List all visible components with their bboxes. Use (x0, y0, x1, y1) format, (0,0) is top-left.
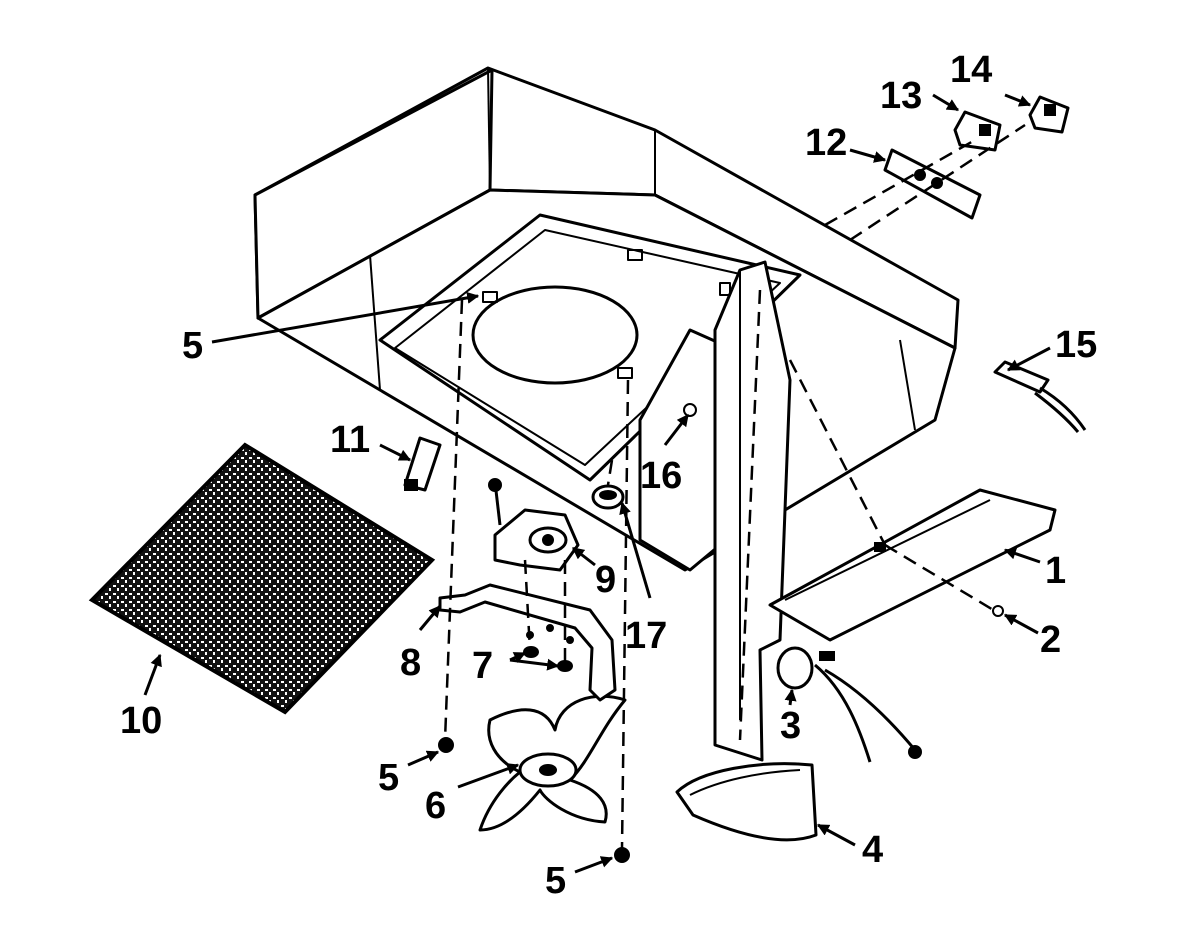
part-14-switch (1028, 95, 1070, 134)
label-part-5-upper: 5 (182, 325, 203, 367)
part-9-motor (488, 478, 580, 572)
label-part-6: 6 (425, 785, 446, 827)
part-7-washers (523, 646, 573, 672)
label-part-8: 8 (400, 642, 421, 684)
label-part-14: 14 (950, 49, 992, 91)
part-17-grommet (591, 484, 625, 510)
label-part-3: 3 (780, 705, 801, 747)
part-13-switch (953, 110, 1002, 152)
part-2-screw (992, 605, 1004, 617)
label-part-1: 1 (1045, 550, 1066, 592)
label-part-12: 12 (805, 122, 847, 164)
label-part-17: 17 (625, 615, 667, 657)
part-15-connector (993, 360, 1087, 433)
label-part-13: 13 (880, 75, 922, 117)
label-part-10: 10 (120, 700, 162, 742)
part-6-fan-blade (478, 694, 627, 832)
label-part-15: 15 (1055, 324, 1097, 366)
part-1-channel (768, 488, 1057, 642)
label-part-5-left: 5 (378, 757, 399, 799)
part-8-motor-bracket (438, 583, 617, 702)
label-part-2: 2 (1040, 619, 1061, 661)
part-16-screw (683, 403, 697, 417)
label-part-11: 11 (330, 419, 370, 461)
label-part-4: 4 (862, 829, 883, 871)
hood-housing (253, 66, 960, 572)
part-labels: 1 2 3 4 5 5 5 6 7 8 9 10 11 12 13 14 15 … (120, 49, 1097, 902)
part-11-latch (403, 436, 442, 492)
assembly-lines (443, 123, 1026, 849)
part-4-damper (675, 762, 818, 842)
label-part-16: 16 (640, 455, 682, 497)
part-12-switch-plate (883, 148, 982, 220)
label-part-5-bottom: 5 (545, 860, 566, 902)
label-part-7: 7 (472, 645, 493, 687)
part-10-grease-filter (88, 442, 436, 715)
label-part-9: 9 (595, 559, 616, 601)
part-3-socket (776, 646, 922, 763)
leader-lines (143, 93, 1051, 874)
duct-bracket (713, 260, 792, 762)
